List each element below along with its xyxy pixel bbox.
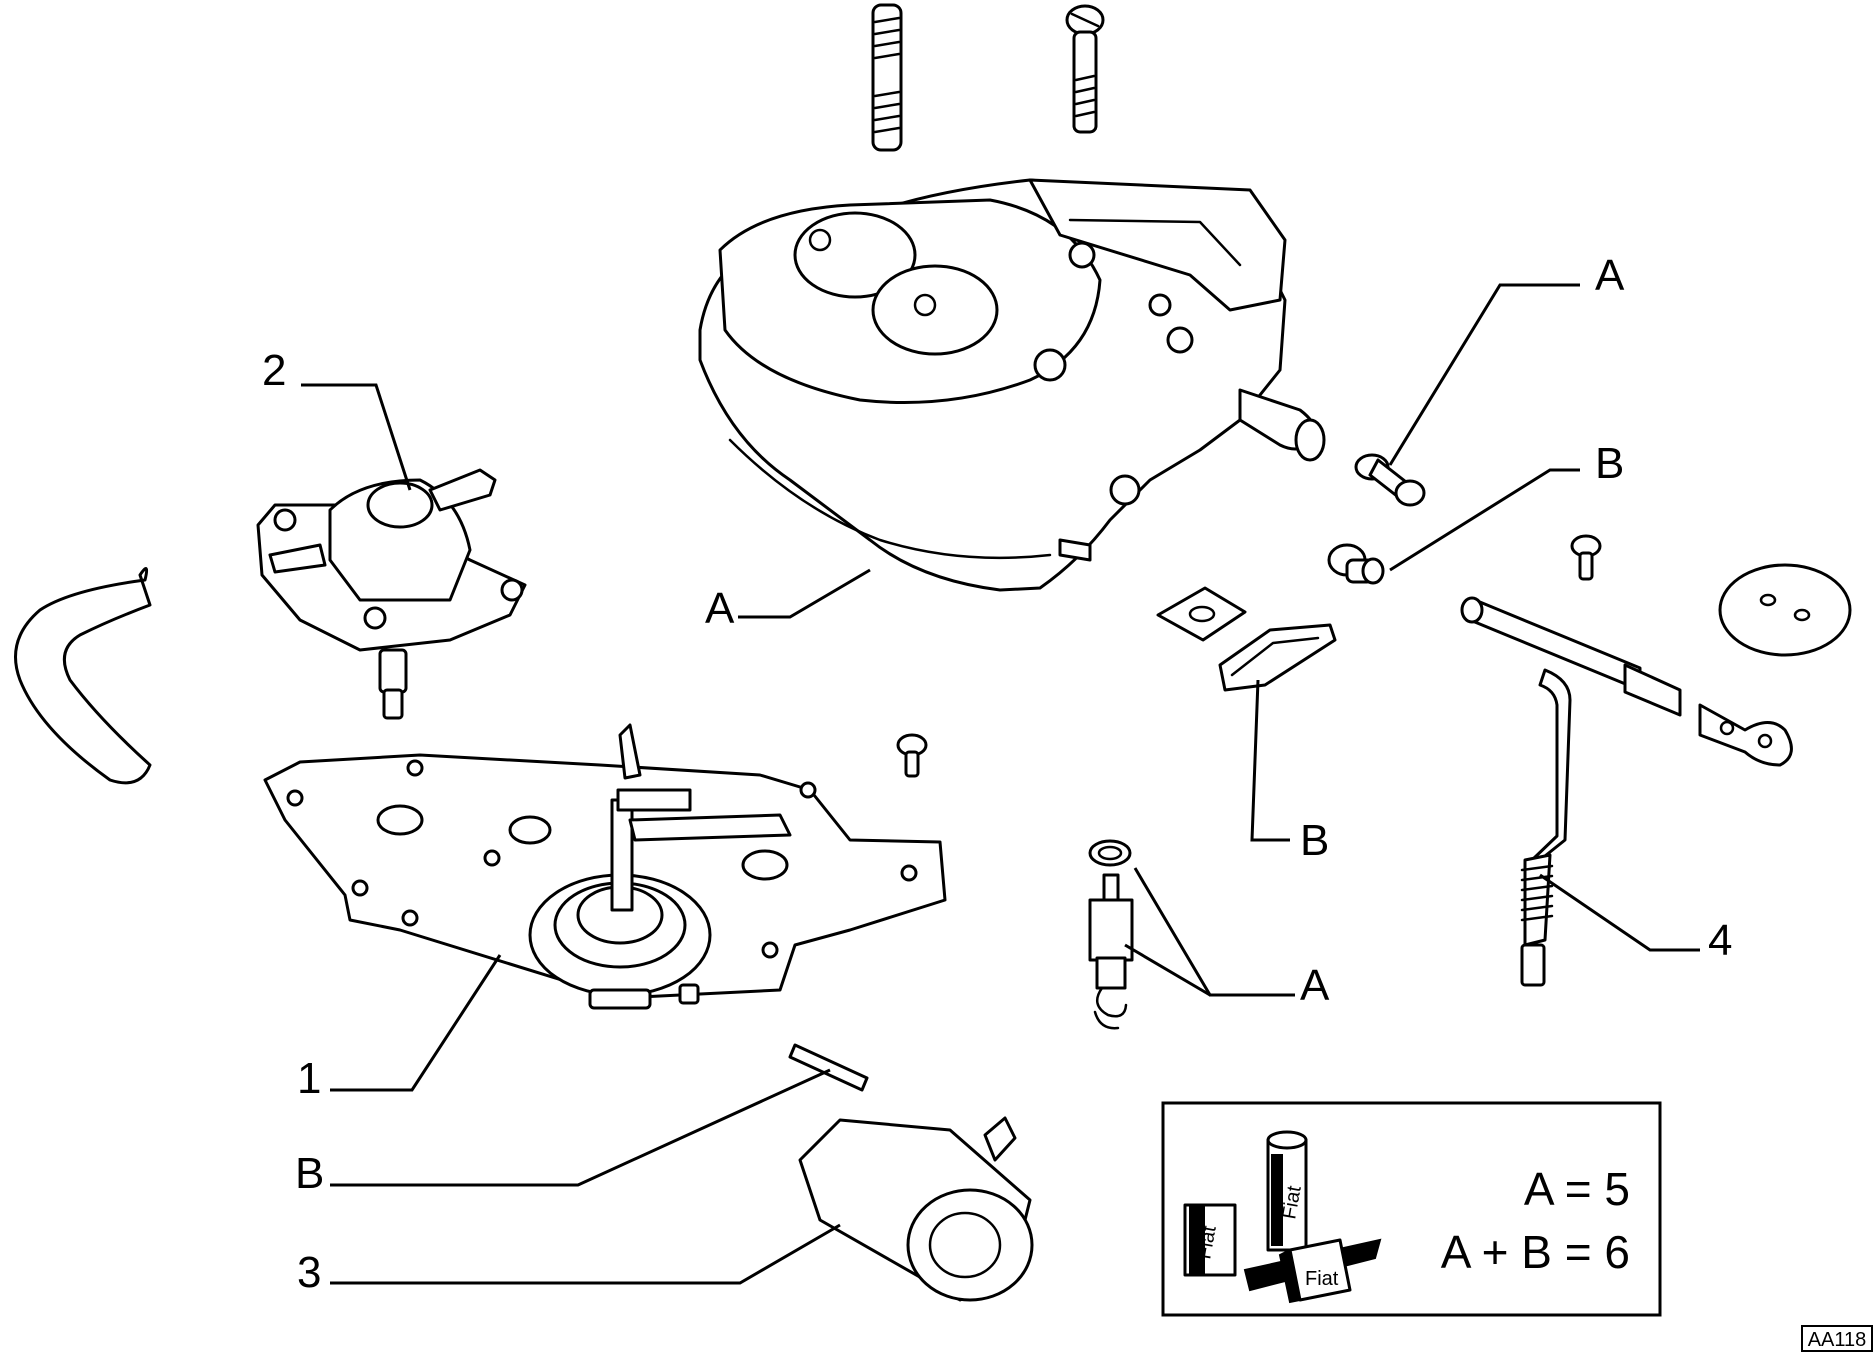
callout-b-plug: B [1595, 439, 1624, 488]
disc-part [1718, 563, 1852, 657]
leader-part-4 [1539, 873, 1700, 952]
leader-a-screw [1388, 283, 1580, 466]
carburettor-body [698, 178, 1326, 592]
screw-part [1065, 4, 1105, 134]
leader-b-plug [1389, 468, 1580, 572]
leader-part-3 [330, 1223, 841, 1285]
callout-a-body: A [705, 584, 735, 633]
legend-box: Fiat Fiat Fiat A = 5 A + B = 6 [1161, 1101, 1662, 1317]
legend-line-1: A = 5 [1524, 1163, 1630, 1215]
callout-b-pin: B [295, 1149, 324, 1198]
plug-part [1327, 543, 1385, 585]
block-part [1156, 586, 1247, 642]
leader-b-pin [330, 1068, 831, 1187]
part-3-solenoid [798, 1116, 1034, 1302]
small-screw-right [1570, 534, 1602, 581]
callout-labels: 2 A A B B A 4 1 B 3 [262, 251, 1732, 1297]
callout-part-1: 1 [297, 1054, 321, 1103]
pin-screw-part [1354, 453, 1426, 507]
hose-part [14, 567, 152, 785]
callout-b-gasket: B [1300, 816, 1329, 865]
gasket-part [1218, 623, 1337, 692]
leader-a-body [738, 568, 871, 619]
leader-a-jet-1 [1133, 867, 1295, 997]
pin-part [788, 1043, 869, 1092]
leader-b-gasket [1250, 679, 1290, 842]
callout-part-4: 4 [1708, 916, 1732, 965]
part-1-plate [263, 723, 947, 1010]
part-4-link-rod [1520, 668, 1572, 987]
stud-part [871, 3, 903, 152]
callout-a-jet: A [1300, 961, 1330, 1010]
reference-code: AA118 [1808, 1329, 1867, 1351]
leader-part-2 [301, 383, 412, 491]
fiat-label-small-box: Fiat [1305, 1268, 1339, 1290]
leader-a-jet-2 [1124, 943, 1211, 997]
leader-part-1 [330, 954, 502, 1092]
reference-code-tag: AA118 [1801, 1325, 1873, 1352]
jet-part [1088, 839, 1134, 1030]
part-2-fuel-pump [256, 468, 527, 720]
callout-part-2: 2 [262, 346, 286, 395]
legend-line-2: A + B = 6 [1441, 1226, 1630, 1278]
fiat-product-illustration: Fiat Fiat Fiat [1183, 1130, 1382, 1304]
callout-part-3: 3 [297, 1248, 321, 1297]
callout-a-screw: A [1595, 251, 1625, 300]
small-screw-left [896, 733, 928, 778]
throttle-shaft [1460, 596, 1793, 767]
leader-lines [301, 283, 1700, 1285]
